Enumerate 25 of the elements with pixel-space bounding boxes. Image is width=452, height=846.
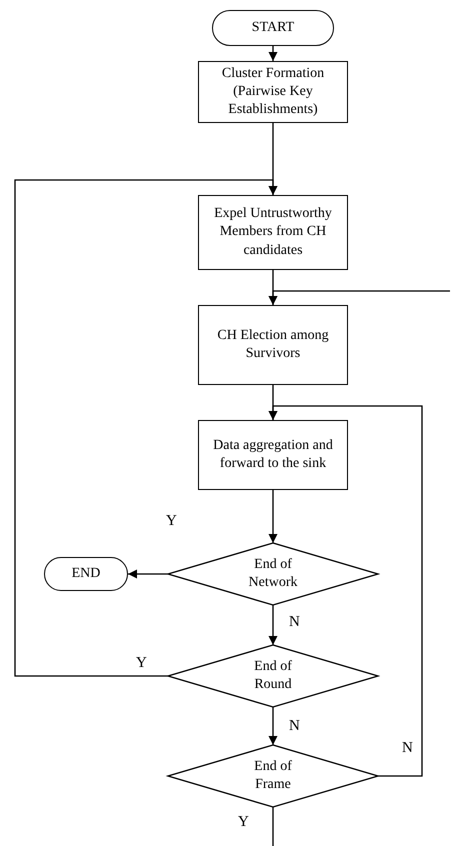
node-label: START bbox=[250, 18, 296, 37]
arrow bbox=[268, 290, 450, 305]
node-label: END bbox=[70, 564, 102, 583]
node-label: Expel Untrustworthy Members from CH candidates bbox=[213, 205, 333, 260]
arrow bbox=[268, 490, 278, 543]
connector-line bbox=[272, 807, 274, 846]
node-label: End of Network bbox=[248, 556, 298, 592]
process-box bbox=[198, 61, 348, 123]
arrow bbox=[268, 605, 278, 645]
node-label: Cluster Formation (Pairwise Key Establishments) bbox=[220, 64, 326, 120]
node-label: End of Round bbox=[253, 658, 293, 694]
decision-diamond bbox=[168, 745, 378, 807]
node-label: CH Election among Survivors bbox=[216, 326, 330, 363]
process-box bbox=[198, 420, 348, 490]
arrow bbox=[128, 570, 168, 578]
arrow bbox=[268, 46, 278, 61]
arrow bbox=[268, 405, 423, 777]
decision-diamond bbox=[168, 645, 378, 707]
process-box bbox=[198, 195, 348, 270]
decision-diamond bbox=[168, 543, 378, 605]
arrow bbox=[268, 707, 278, 745]
process-box bbox=[198, 305, 348, 385]
arrow bbox=[14, 179, 278, 677]
node-label: Data aggregation and forward to the sink bbox=[212, 436, 334, 473]
node-label: End of Frame bbox=[253, 758, 293, 794]
